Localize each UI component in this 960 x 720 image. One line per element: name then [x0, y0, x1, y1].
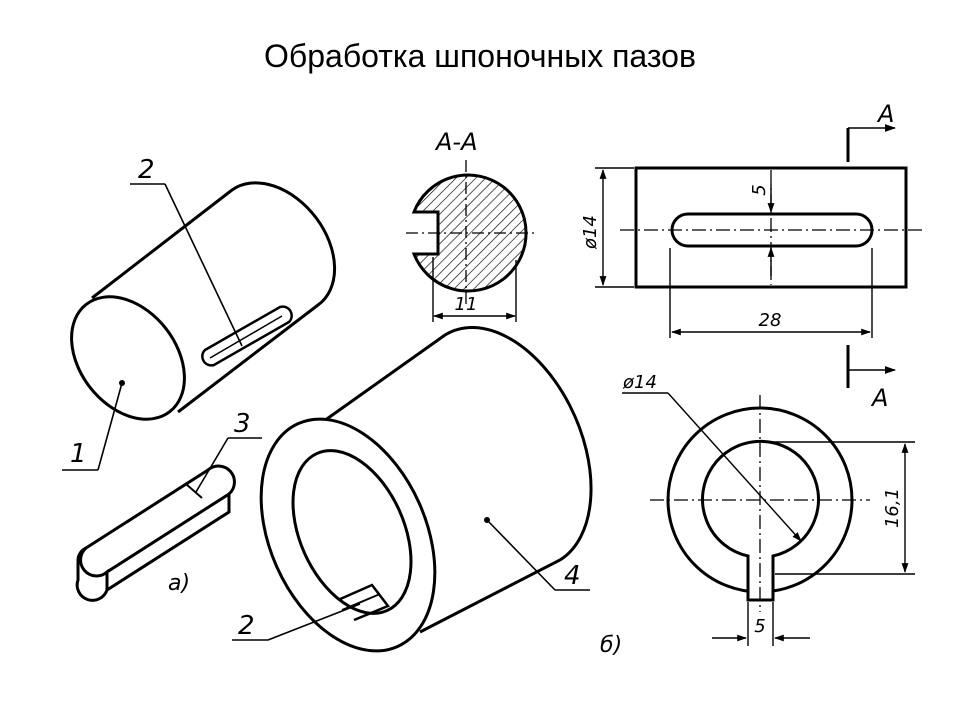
shaft-part-1 — [70, 181, 337, 421]
label-part-1: 1 — [70, 439, 87, 469]
bushing-dim-keyway-width-text: 5 — [754, 616, 765, 637]
section-dim-11: 11 — [455, 294, 478, 315]
shaft-dim-slot-width-text: 5 — [749, 184, 770, 195]
label-part-3: 3 — [234, 409, 251, 439]
label-part-2: 2 — [138, 155, 155, 185]
section-title: А-А — [434, 128, 478, 156]
cut-mark-bottom — [846, 345, 897, 388]
leader-part-4 — [486, 519, 590, 591]
bushing-dim-keyway-width — [712, 602, 810, 646]
section-centerlines — [406, 160, 535, 305]
bushing-part-4 — [259, 325, 593, 653]
section-aa — [411, 173, 528, 293]
bushing-dim-keyway-depth-text: 16,1 — [882, 488, 903, 528]
bushing-dim-diameter — [622, 392, 802, 542]
shaft-dim-length-text: 28 — [759, 310, 782, 331]
leader-part-3 — [195, 437, 262, 493]
shaft-dim-diameter-text: ø14 — [580, 215, 601, 250]
cut-mark-bottom-label: А — [870, 384, 888, 412]
slide-title: Обработка шпоночных пазов — [264, 38, 696, 74]
key-part-3 — [75, 464, 236, 602]
bushing-dim-diameter-text: ø14 — [622, 372, 657, 393]
shaft-dim-length — [669, 248, 873, 338]
section-dimension-11 — [432, 257, 517, 322]
caption-b: б) — [600, 633, 622, 658]
cut-mark-top-label: А — [876, 100, 894, 128]
bushing-dim-keyway-depth — [762, 441, 915, 575]
leader-bushing-part-2 — [232, 603, 361, 641]
caption-a: а) — [168, 571, 190, 596]
leader-part-1 — [62, 382, 123, 471]
label-bushing-part-2: 2 — [238, 611, 255, 641]
cut-mark-top — [846, 124, 897, 162]
leader-part-2 — [130, 183, 243, 347]
bushing-end-centerlines — [650, 395, 870, 612]
label-part-4: 4 — [564, 561, 581, 591]
shaft-dim-diameter — [595, 167, 634, 288]
